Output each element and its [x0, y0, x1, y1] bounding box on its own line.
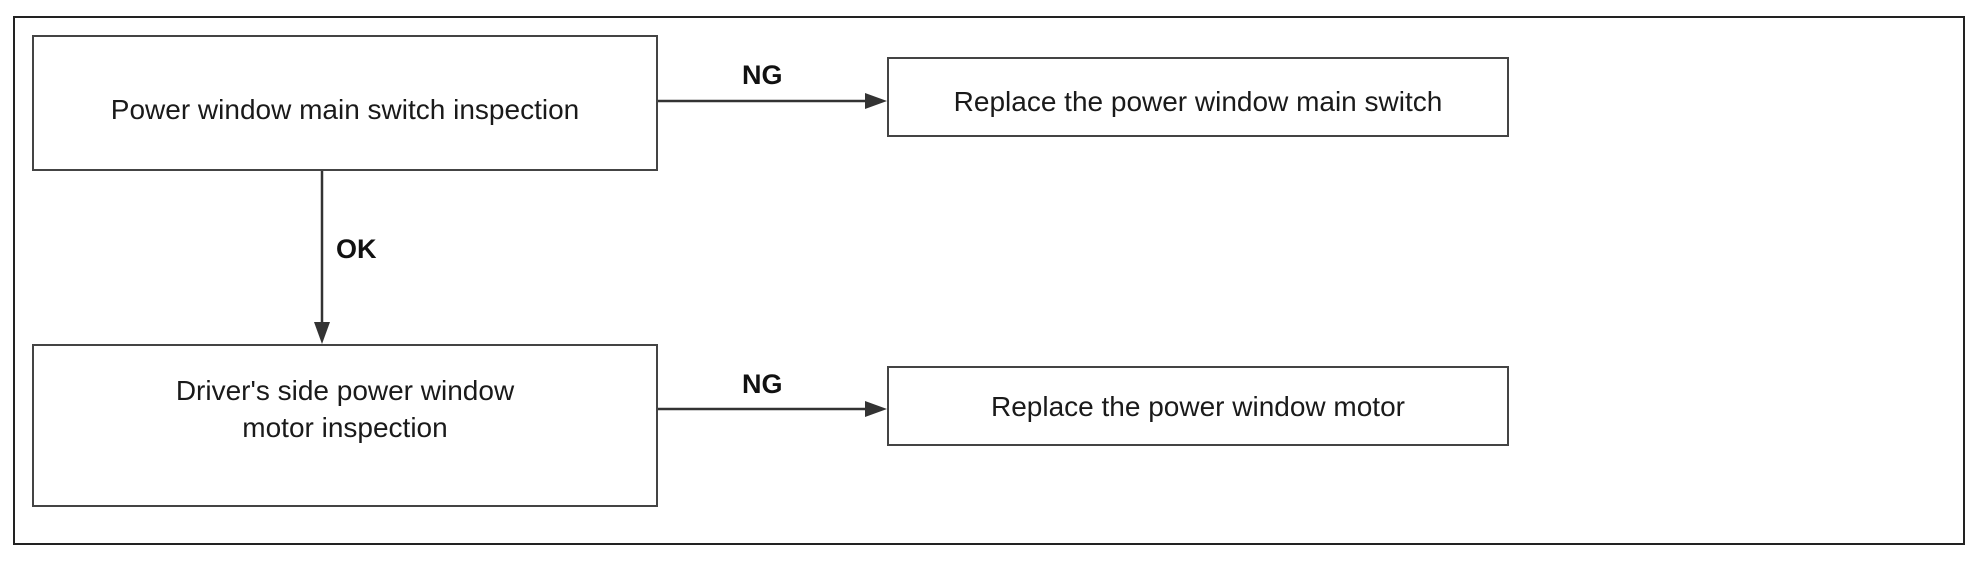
result-1-box: Replace the power window main switch	[887, 57, 1509, 137]
ng-label-2: NG	[742, 369, 783, 399]
outer-frame	[13, 16, 1965, 545]
ng-arrow-2-head	[865, 401, 887, 417]
ok-arrow-head	[314, 322, 330, 344]
step-2-text: Driver's side power window motor inspect…	[175, 375, 515, 443]
result-2-box: Replace the power window motor	[887, 366, 1509, 446]
step-1-box: Power window main switch inspection	[32, 35, 658, 171]
ng-label-1: NG	[742, 60, 783, 90]
ok-label: OK	[336, 234, 377, 264]
ng-arrow-1-head	[865, 93, 887, 109]
step-1-text: Power window main switch inspection	[110, 94, 580, 125]
result-2-text: Replace the power window motor	[991, 390, 1405, 422]
step-2-box: Driver's side power window motor inspect…	[32, 344, 658, 507]
result-1-text: Replace the power window main switch	[953, 86, 1443, 117]
